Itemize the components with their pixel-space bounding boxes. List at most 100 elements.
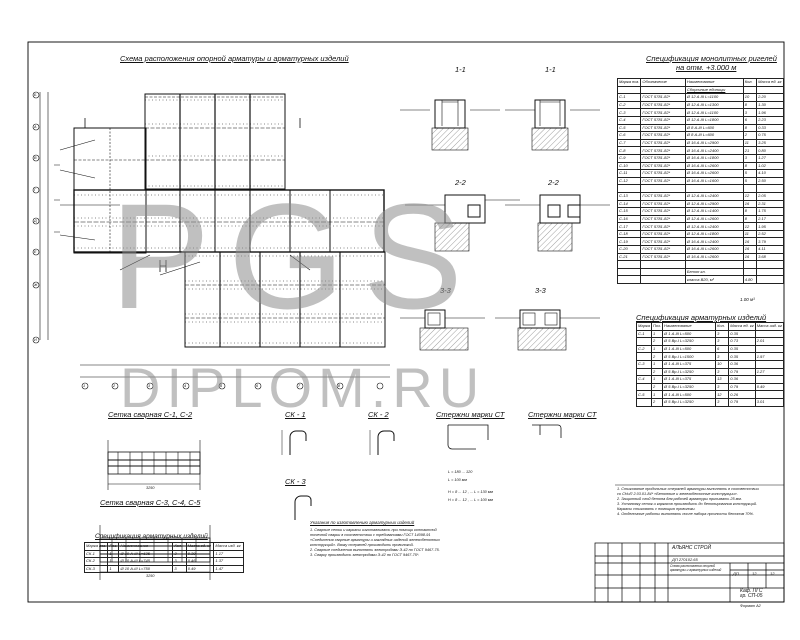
table-cell: С-8: [616, 146, 642, 155]
axis-left-5: Д: [34, 219, 37, 223]
axis-5: 5: [220, 384, 223, 388]
st-label-2: Н = 8 ... 12 , ... L = 100 мм: [448, 498, 494, 502]
axis-3: 3: [148, 384, 151, 388]
table-cell: 1.97: [754, 352, 785, 361]
frame-ck2-title: СК - 2: [368, 410, 389, 419]
bottom-spec-title: Спецификация арматурных изделий: [95, 533, 208, 540]
table-cell: 16: [742, 252, 758, 262]
section-2b-label: 2-2: [548, 178, 559, 187]
header-cell: Кол.: [715, 322, 730, 331]
table-cell: Ø 16 А-III L=1600: [684, 176, 744, 186]
spec-top-header-row: Марка поз. Обозначение Наименование Кол.…: [616, 78, 784, 87]
table-cell: 11: [742, 138, 758, 148]
table-cell: [742, 184, 758, 193]
table-cell: 8: [742, 161, 758, 171]
table-cell: С-4: [636, 375, 652, 384]
sheet-frame: [27, 41, 785, 603]
plan-title: Схема расположения опорной арматуры и ар…: [120, 54, 349, 63]
table-cell: С-9: [616, 153, 642, 163]
table-cell: Ø 8 А-III L=600: [684, 123, 744, 133]
note-line: Каркасы стыковать с помощью проволоки.: [617, 507, 696, 511]
table-cell: 3: [742, 153, 758, 163]
table-cell: С-19: [616, 237, 642, 247]
table-cell: Ø 8 А-III L=600: [684, 131, 744, 140]
table-cell: [640, 260, 686, 269]
table-cell: 1: [650, 390, 664, 399]
note-line: 2. Сварные соединения выполнять электрод…: [310, 548, 440, 552]
st-label-1: Н = 8 ... 12 , ... L = 130 мм: [448, 490, 494, 494]
header-cell: Масса ед. кг: [728, 322, 756, 331]
table-cell: 0.49: [185, 564, 215, 574]
table-cell: Ø 5 Вр-I L=3250: [662, 367, 717, 377]
st-note-2: L = 100 мм: [448, 478, 467, 482]
table-cell: 2.01: [754, 337, 785, 346]
table-cell: 1.17: [213, 549, 244, 559]
table-cell: 8: [742, 207, 758, 216]
table-cell: ГОСТ 5781-82*: [640, 161, 686, 171]
table-cell: Ø 12 А-III L=1100: [684, 108, 744, 117]
spec-items-table: Марка Поз. Наименование Кол. Масса ед. к…: [636, 322, 785, 407]
table-cell: С-5: [616, 123, 642, 133]
notes-right: 1. Стыкование продольных стержней армату…: [617, 487, 759, 517]
header-cell: Обозначение: [640, 78, 686, 87]
table-cell: [684, 260, 744, 269]
table-cell: 1.30: [756, 100, 784, 110]
table-cell: С-3: [636, 359, 652, 369]
table-cell: 2.17: [756, 214, 784, 224]
table-cell: 16: [742, 237, 758, 247]
note-line: точечной сварки в соответствии с требова…: [310, 533, 431, 537]
spec-bottom-header-row: Марка поз. Поз. Наименование Кол. Масса …: [83, 542, 244, 551]
table-cell: Ø 16 А-III L=2600: [684, 169, 744, 178]
table-cell: 0.80: [756, 146, 784, 155]
table-cell: 0.46: [185, 557, 215, 566]
stamp-project: АЛЬЯНС СТРОЙ: [672, 545, 712, 551]
table-cell: Ø 5 Вр-I L=1500: [662, 352, 717, 361]
note-line: «Соединения сварные арматуры и закладных…: [310, 538, 440, 542]
rod-st2-title: Стержни марки СТ: [528, 410, 597, 419]
table-cell: ГОСТ 5781-82*: [640, 222, 686, 231]
table-cell: 3.79: [756, 237, 784, 247]
table-cell: Ø 5 Вр-I L=3250: [662, 337, 717, 346]
table-cell: ГОСТ 5781-82*: [640, 229, 686, 239]
spec-items-title: Спецификация арматурных изделий: [636, 313, 767, 322]
table-cell: [756, 267, 784, 277]
section-label: Сборочные единицы: [684, 85, 744, 95]
header-cell: Масса ед. кг: [756, 78, 784, 87]
table-cell: 0.75: [756, 131, 784, 140]
table-cell: 4.11: [756, 245, 784, 254]
table-cell: 3: [172, 564, 187, 574]
spec-top-section-row: Сборочные единицы: [616, 85, 784, 95]
table-cell: С-13: [616, 191, 642, 201]
stamp-org: Каф. ПГС гр. СП-05: [740, 588, 763, 599]
table-cell: 1.37: [213, 557, 244, 566]
reinforcement-plan: [32, 91, 390, 390]
table-cell: 2.05: [756, 191, 784, 201]
table-cell: 0.35: [728, 344, 756, 354]
table-cell: 21: [742, 146, 758, 155]
table-cell: Ø 1 А-III L=500: [662, 390, 717, 399]
section-3-label: 3-3: [440, 286, 451, 295]
stamp-stage: ДП: [733, 571, 739, 576]
table-cell: 16: [742, 245, 758, 254]
table-cell: [616, 275, 642, 285]
table-cell: ГОСТ 5781-82*: [640, 176, 686, 186]
table-cell: [636, 382, 652, 392]
table-cell: 0.33: [756, 123, 784, 133]
table-cell: [636, 397, 652, 407]
table-cell: [636, 337, 652, 346]
table-cell: Ø 1 А-III L=375: [662, 375, 717, 384]
table-cell: ГОСТ 5781-82*: [640, 252, 686, 262]
table-cell: 0.49: [754, 382, 785, 392]
table-cell: С-3: [616, 108, 642, 117]
